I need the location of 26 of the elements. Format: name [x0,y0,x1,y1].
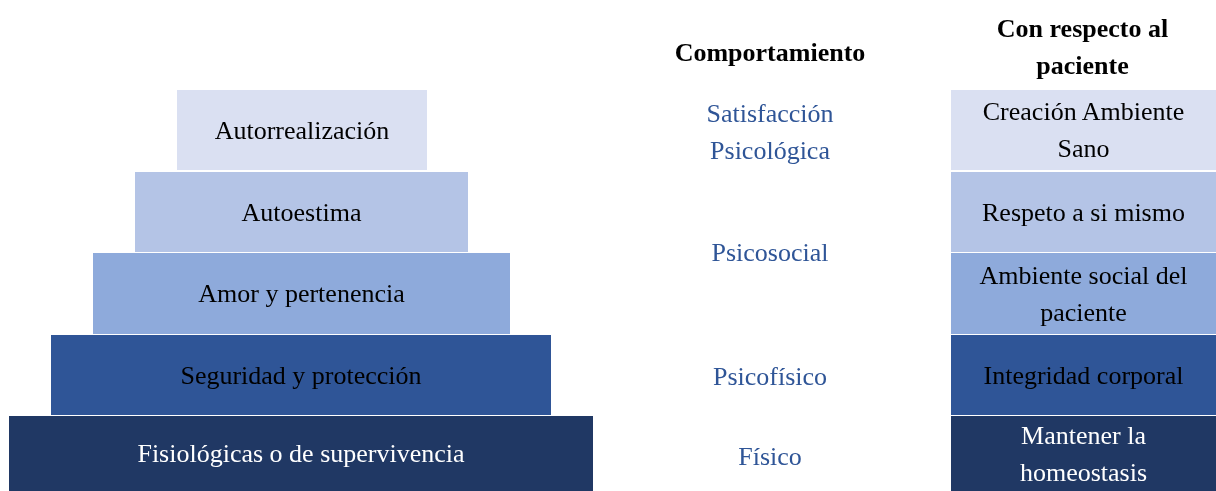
pyramid-level [177,90,427,170]
description-box [951,172,1216,252]
level-text: Integridad corporal [982,359,1185,392]
pyramid-level [93,253,510,334]
pyramid-level [51,335,551,415]
behavior-label: Psicosocial [711,236,829,269]
description-box [951,416,1216,491]
description-box [951,253,1216,334]
level-text: Ambiente social del paciente [978,259,1189,329]
behavior-label: Físico [738,440,802,473]
level-text: Fisiológicas o de supervivencia [136,438,466,470]
level-text: Respeto a si mismo [981,196,1186,229]
column-header: Con respecto al paciente [995,13,1170,82]
pyramid-level [9,416,593,491]
level-text: Mantener la homeostasis [1018,419,1149,489]
level-text: Creación Ambiente Sano [981,96,1186,165]
pyramid-level [135,172,468,252]
level-text: Amor y pertenencia [197,278,406,310]
column-header: Comportamiento [674,36,866,69]
level-text: Autoestima [240,196,363,229]
level-text: Autorrealización [213,114,391,147]
behavior-label: Satisfacción Psicológica [705,98,835,167]
behavior-label: Psicofísico [712,360,828,393]
description-box [951,335,1216,415]
level-text: Seguridad y protección [179,359,423,392]
description-box [951,90,1216,170]
